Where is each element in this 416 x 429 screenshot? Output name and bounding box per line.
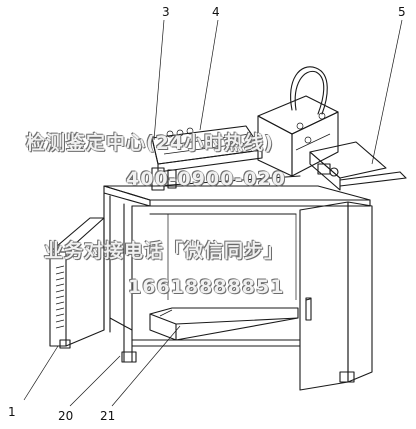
callout-3: 3: [162, 5, 170, 19]
clamp-assembly: [309, 141, 407, 191]
callout-1: 1: [8, 405, 16, 419]
motor-head: [257, 66, 339, 177]
leader-20: [69, 355, 121, 407]
leader-21: [111, 325, 181, 407]
table-frame: [103, 185, 371, 383]
vent-slots: [55, 265, 65, 329]
callouts: 1 20 21 3 4 5: [8, 5, 406, 423]
callout-21: 21: [100, 409, 115, 423]
cabinet-door: [299, 201, 373, 391]
rail-unit: [151, 125, 301, 191]
leader-1: [23, 345, 59, 401]
drawer-tray: [149, 307, 299, 341]
leader-4: [199, 19, 219, 131]
watermark-line2: 400-0900-020: [126, 168, 286, 190]
callout-4: 4: [212, 5, 220, 19]
watermark-line4: 16618888851: [128, 276, 285, 298]
callout-20: 20: [58, 409, 73, 423]
callout-5: 5: [398, 5, 406, 19]
leader-5: [371, 19, 403, 165]
watermark-line1: 检测鉴定中心(24小时热线): [26, 132, 274, 154]
watermark-line3: 业务对接电话「微信同步」: [44, 240, 285, 262]
leader-3: [153, 19, 165, 141]
